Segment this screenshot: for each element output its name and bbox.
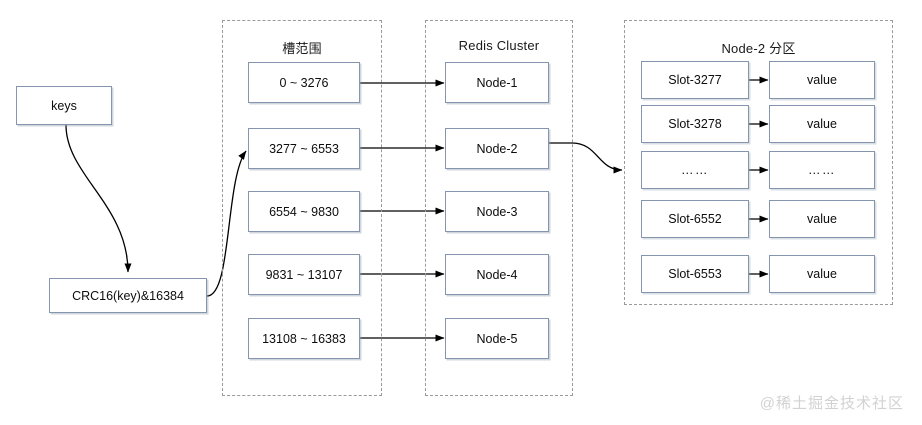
cluster-node-label-3: Node-3: [476, 204, 518, 219]
partition-value-box-5[interactable]: value: [769, 255, 875, 293]
slot-range-box-2[interactable]: 3277 ~ 6553: [248, 128, 360, 169]
partition-value-label-2: value: [807, 117, 837, 131]
partition-slot-box-3[interactable]: ……: [641, 151, 749, 189]
partition-slot-label-4: Slot-6552: [668, 212, 722, 226]
slot-range-box-1[interactable]: 0 ~ 3276: [248, 62, 360, 103]
cluster-node-label-2: Node-2: [476, 141, 518, 156]
watermark: @稀土掘金技术社区: [759, 395, 904, 412]
node2-partition-group-title: Node-2 分区: [721, 41, 796, 56]
slot-range-label-5: 13108 ~ 16383: [262, 331, 346, 346]
partition-slot-label-5: Slot-6553: [668, 267, 722, 281]
partition-slot-label-2: Slot-3278: [668, 117, 722, 131]
partition-value-box-2[interactable]: value: [769, 105, 875, 143]
cluster-node-box-5[interactable]: Node-5: [445, 318, 549, 359]
cluster-node-box-4[interactable]: Node-4: [445, 254, 549, 295]
partition-value-label-4: value: [807, 212, 837, 226]
arrow-keys-to-hash: [65, 124, 132, 273]
slot-range-label-3: 6554 ~ 9830: [269, 204, 339, 219]
cluster-node-box-2[interactable]: Node-2: [445, 128, 549, 169]
slot-range-box-5[interactable]: 13108 ~ 16383: [248, 318, 360, 359]
partition-slot-box-4[interactable]: Slot-6552: [641, 200, 749, 238]
slot-range-box-4[interactable]: 9831 ~ 13107: [248, 254, 360, 295]
cluster-node-label-4: Node-4: [476, 267, 518, 282]
partition-slot-label-3: ……: [681, 163, 709, 177]
partition-value-box-1[interactable]: value: [769, 61, 875, 99]
slot-range-box-3[interactable]: 6554 ~ 9830: [248, 191, 360, 232]
node2-partition-group: Node-2 分区: [624, 20, 893, 305]
keys-box-label: keys: [51, 98, 77, 113]
cluster-node-box-3[interactable]: Node-3: [445, 191, 549, 232]
partition-slot-box-5[interactable]: Slot-6553: [641, 255, 749, 293]
hash-function-box[interactable]: CRC16(key)&16384: [49, 278, 207, 313]
partition-value-label-1: value: [807, 73, 837, 87]
partition-value-label-5: value: [807, 267, 837, 281]
partition-value-box-3[interactable]: ……: [769, 151, 875, 189]
cluster-node-box-1[interactable]: Node-1: [445, 62, 549, 103]
redis-cluster-group: Redis Cluster: [425, 20, 573, 396]
slot-range-label-2: 3277 ~ 6553: [269, 141, 339, 156]
slot-range-label-4: 9831 ~ 13107: [265, 267, 343, 282]
cluster-node-label-5: Node-5: [476, 331, 518, 346]
slot-range-group-title: 槽范围: [282, 41, 322, 56]
cluster-node-label-1: Node-1: [476, 75, 518, 90]
keys-box[interactable]: keys: [16, 86, 112, 125]
slot-range-label-1: 0 ~ 3276: [279, 75, 329, 90]
partition-value-label-3: ……: [808, 163, 836, 177]
partition-slot-box-1[interactable]: Slot-3277: [641, 61, 749, 99]
partition-slot-box-2[interactable]: Slot-3278: [641, 105, 749, 143]
slot-range-group: 槽范围: [222, 20, 382, 396]
redis-cluster-group-title: Redis Cluster: [458, 38, 540, 53]
hash-function-label: CRC16(key)&16384: [72, 288, 184, 303]
partition-slot-label-1: Slot-3277: [668, 73, 722, 87]
partition-value-box-4[interactable]: value: [769, 200, 875, 238]
